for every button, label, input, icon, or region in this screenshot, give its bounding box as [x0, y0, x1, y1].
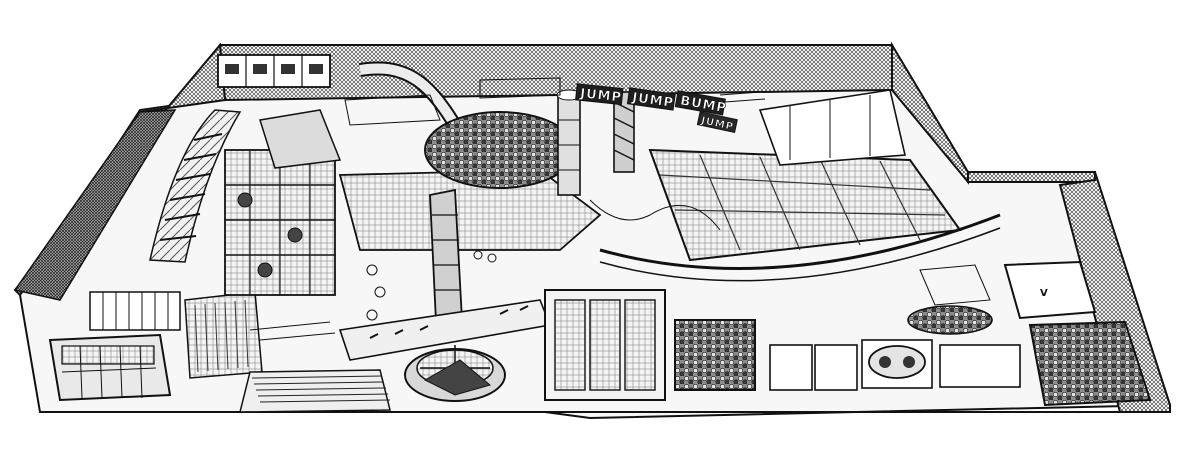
drum-tower [556, 89, 582, 196]
carousel [404, 345, 506, 402]
stairs-lower-left [239, 369, 391, 413]
sketch-details [249, 77, 991, 341]
curved-track [599, 213, 1001, 271]
jump-sign-1: JUMP [575, 83, 624, 106]
locker-row [89, 291, 181, 331]
pad-letter: V [1040, 288, 1048, 299]
left-region [48, 109, 391, 413]
entrance-ramp [149, 109, 242, 263]
left-tower [224, 109, 342, 296]
trampoline-deck [648, 89, 962, 262]
reception-box [48, 333, 172, 402]
jump-signs: JUMP JUMP BUMP JUMP [575, 83, 738, 133]
jump-sign-2: JUMP [626, 87, 676, 111]
left-wall-face [13, 109, 177, 301]
central-structure [217, 54, 635, 402]
lower-rooms [544, 289, 1021, 401]
mid-ball-pit [674, 319, 756, 391]
round-pad [861, 339, 933, 389]
jump-sign-1-text: JUMP [578, 86, 622, 105]
jump-sign-2-text: JUMP [630, 90, 675, 111]
back-wall-right-low [967, 171, 1096, 183]
right-ball-pit [1028, 320, 1152, 407]
right-ball-pit-area: V [1003, 260, 1152, 407]
top-ball-pit [424, 111, 576, 189]
twist-column [613, 91, 635, 173]
